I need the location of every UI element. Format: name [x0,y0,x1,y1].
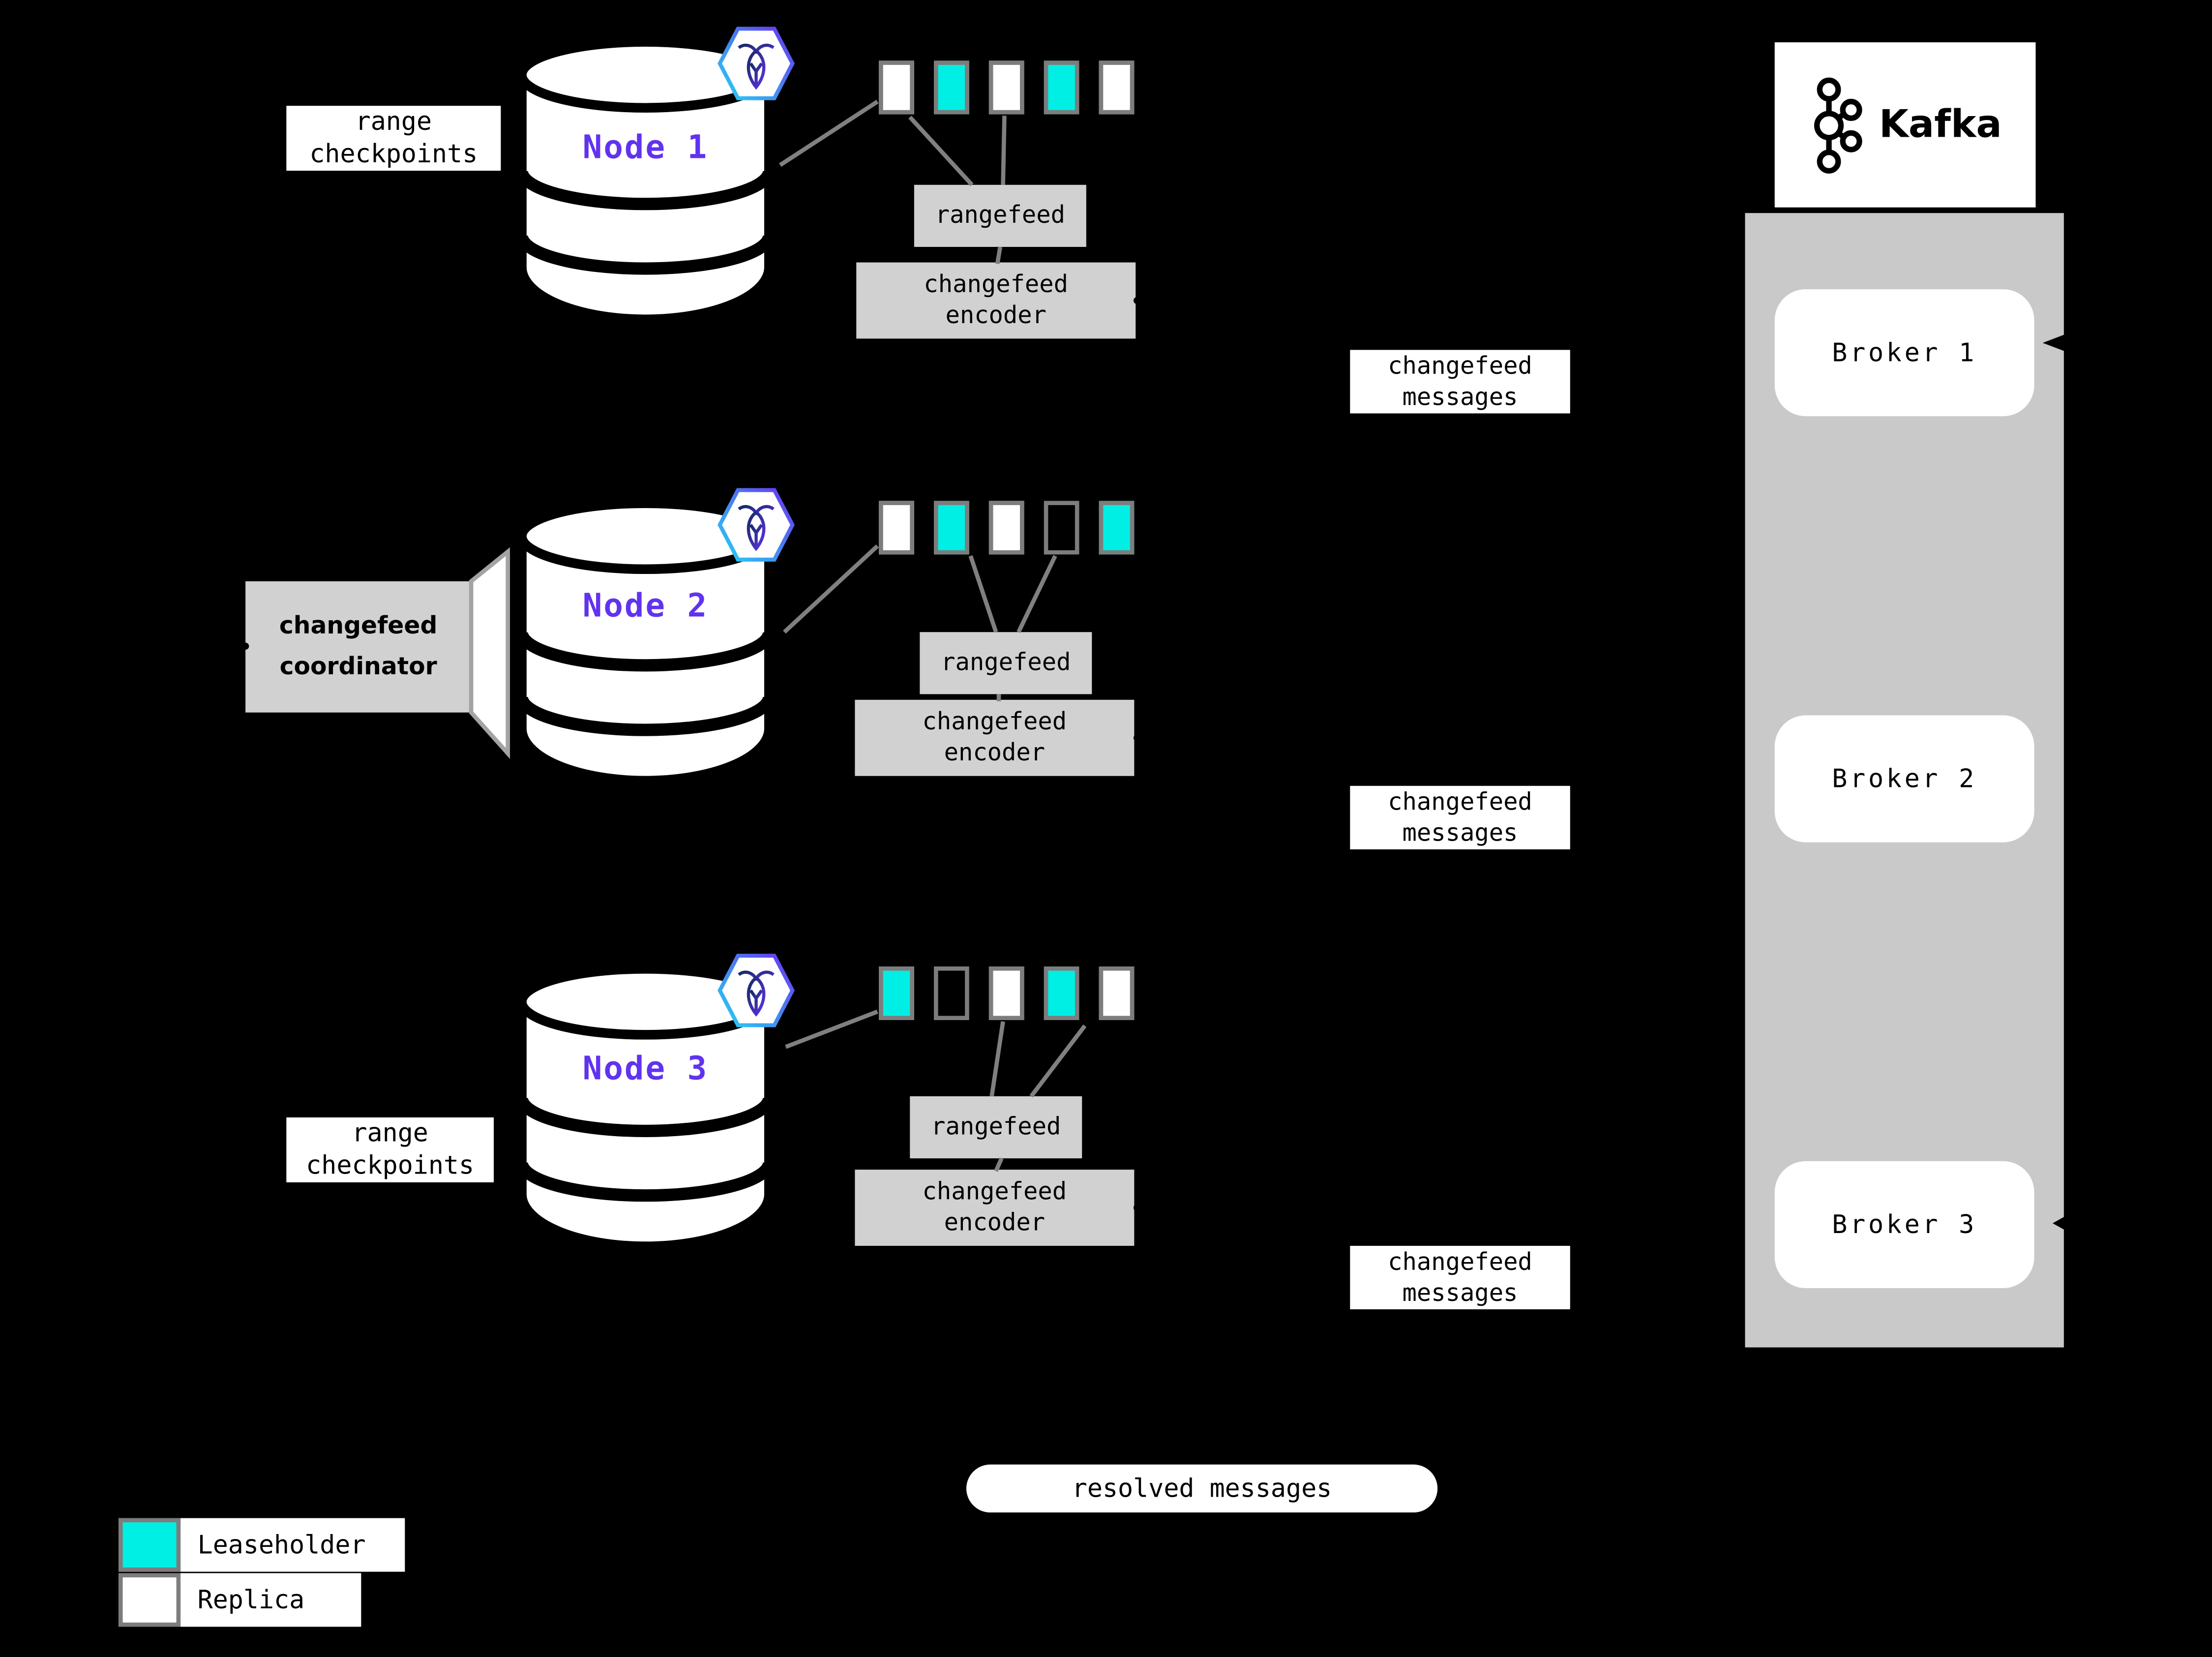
encoder-line2: encoder [945,301,1047,331]
range-rect [1044,966,1079,1021]
database-cylinder-icon [515,37,776,325]
kafka-title: Kafka [1879,103,2002,147]
node1-changefeed-encoder-box: changefeed encoder [856,262,1136,339]
range-rect [934,501,969,555]
node3-changefeed-encoder-box: changefeed encoder [855,1170,1135,1246]
resolved-messages-pill: resolved messages [966,1464,1438,1513]
node3-cylinder [515,960,776,1259]
database-cylinder-icon [515,964,776,1251]
kafka-broker-1: Broker 1 [1774,289,2034,417]
node1-changefeed-messages-label: changefeed messages [1350,350,1570,414]
database-cylinder-icon [515,498,776,786]
legend-replica-label: Replica [180,1573,361,1627]
kafka-icon [1814,77,1862,173]
cockroachdb-icon [717,485,796,565]
range-rect [1044,501,1079,555]
encoder-line1: changefeed [924,271,1069,300]
range-rect [988,966,1024,1021]
range-rect [988,60,1024,115]
kafka-logo-box: Kafka [1774,42,2036,208]
node3-label: Node 3 [582,1051,709,1088]
range-rect [934,966,969,1021]
kafka-broker-3: Broker 3 [1774,1161,2034,1289]
range-rect [879,501,914,555]
range-rect [1099,966,1135,1021]
node1-cylinder [515,32,776,331]
node2-changefeed-messages-label: changefeed messages [1350,785,1570,849]
range-rect [879,60,914,115]
range-rect [1099,60,1135,115]
cockroachdb-icon [717,24,796,103]
kafka-broker-2: Broker 2 [1774,715,2034,843]
node1-label: Node 1 [582,129,709,167]
node2-cylinder [515,494,776,793]
changefeed-coordinator-box: changefeed coordinator [245,581,472,713]
range-rect [1044,60,1079,115]
range-rect [879,966,914,1021]
node2-rangefeed-box: rangefeed [920,632,1092,694]
node3-rangefeed-box: rangefeed [910,1096,1082,1159]
range-rect [934,60,969,115]
legend-replica-swatch [118,1573,181,1627]
coordinator-callout-pointer [469,547,510,759]
node2-changefeed-encoder-box: changefeed encoder [855,699,1135,776]
node2-label: Node 2 [582,588,709,625]
range-rect [1099,501,1135,555]
node3-changefeed-messages-label: changefeed messages [1350,1245,1570,1310]
legend-leaseholder-label: Leaseholder [180,1518,405,1572]
range-checkpoints-label-bottom: range checkpoints [286,1117,494,1182]
legend-leaseholder-swatch [118,1518,181,1572]
cockroachdb-icon [717,951,796,1030]
range-rect [988,501,1024,555]
node1-rangefeed-box: rangefeed [914,184,1086,247]
range-checkpoints-label-top: range checkpoints [286,106,501,171]
